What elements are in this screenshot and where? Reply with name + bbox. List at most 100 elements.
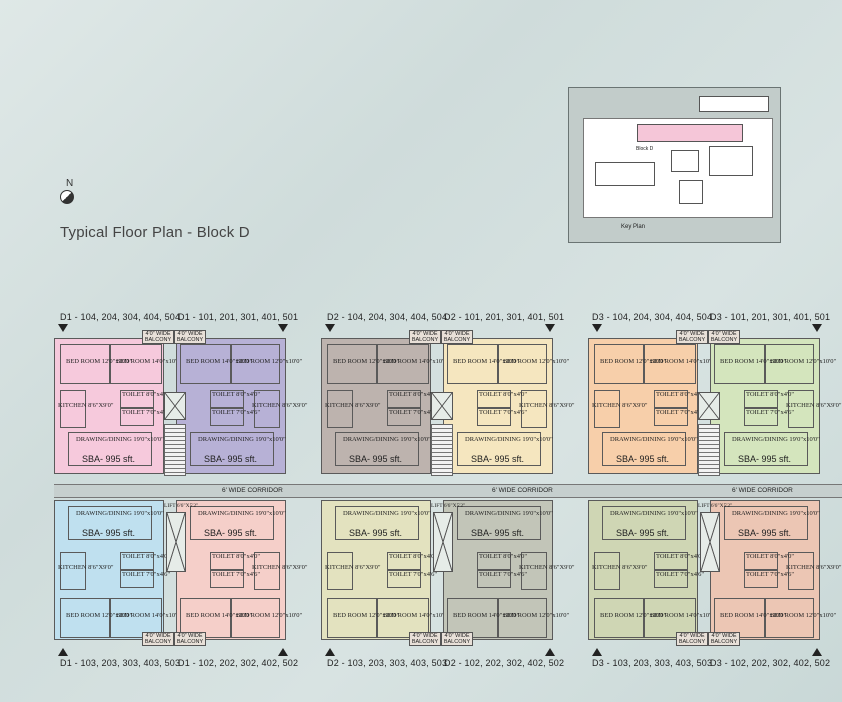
toilet-label: TOILET 8'0"x4'0"	[746, 553, 795, 560]
toilet	[477, 570, 511, 588]
kitchen-label: KITCHEN 8'6"X9'0"	[592, 564, 648, 571]
lift-label: LIFT 6'6"X5'2"	[431, 503, 466, 509]
bedroom	[644, 598, 696, 638]
balcony-label: 4'0" WIDE BALCONY	[174, 330, 206, 344]
toilet	[654, 552, 688, 570]
bedroom-label: BED ROOM 14'0"x10'0"	[720, 612, 787, 619]
toilet	[120, 390, 154, 408]
entry-marker-icon	[278, 648, 288, 656]
kitchen	[521, 552, 547, 590]
page-title: Typical Floor Plan - Block D	[60, 224, 250, 241]
lift-shaft	[431, 392, 453, 420]
bedroom-label: BED ROOM 14'0"x10'0"	[383, 358, 450, 365]
dining-label: DRAWING/DINING 19'0"x10'0"	[610, 436, 698, 443]
drawing-dining	[457, 506, 541, 540]
lift-shaft	[164, 392, 186, 420]
key-plan: Block D Key Plan	[568, 87, 781, 243]
dining-label: DRAWING/DINING 19'0"x10'0"	[732, 510, 820, 517]
staircase	[164, 424, 186, 476]
kitchen-label: KITCHEN 8'6"X9'0"	[519, 564, 575, 571]
toilet	[387, 570, 421, 588]
sba-label: SBA- 995 sft.	[349, 454, 403, 464]
kitchen-label: KITCHEN 8'6"X9'0"	[252, 402, 308, 409]
toilet	[210, 390, 244, 408]
key-plan-building	[671, 150, 699, 172]
bedroom-label: BED ROOM 14'0"x10'0"	[453, 612, 520, 619]
toilet-label: TOILET 7'0"x4'6"	[656, 409, 705, 416]
dining-label: DRAWING/DINING 19'0"x10'0"	[610, 510, 698, 517]
lift-shaft	[698, 392, 720, 420]
toilet-label: TOILET 7'0"x4'6"	[479, 571, 528, 578]
kitchen	[594, 390, 620, 428]
bedroom	[594, 344, 644, 384]
toilet-label: TOILET 7'0"x4'6"	[746, 409, 795, 416]
kitchen	[521, 390, 547, 428]
bedroom-label: BED ROOM 14'0"x10'0"	[650, 358, 717, 365]
sba-label: SBA- 995 sft.	[616, 454, 670, 464]
bedroom	[377, 344, 429, 384]
kitchen-label: KITCHEN 8'6"X9'0"	[786, 564, 842, 571]
bedroom	[60, 598, 110, 638]
dining-label: DRAWING/DINING 19'0"x10'0"	[343, 436, 431, 443]
entry-marker-icon	[812, 324, 822, 332]
lift-shaft	[433, 512, 453, 572]
bedroom	[447, 344, 499, 384]
toilet-label: TOILET 8'0"x4'0"	[479, 553, 528, 560]
toilet-label: TOILET 7'0"x4'6"	[212, 409, 261, 416]
bedroom	[230, 344, 280, 384]
bedroom	[497, 598, 547, 638]
bedroom-label: BED ROOM 12'0"x10'0"	[333, 612, 400, 619]
unit-label-bottom: D1 - 102, 202, 302, 402, 502	[178, 658, 299, 668]
kitchen-label: KITCHEN 8'6"X9'0"	[519, 402, 575, 409]
balcony-label: 4'0" WIDE BALCONY	[142, 632, 174, 646]
dining-label: DRAWING/DINING 19'0"x10'0"	[465, 436, 553, 443]
bedroom	[644, 344, 696, 384]
toilet	[210, 552, 244, 570]
balcony-label: 4'0" WIDE BALCONY	[676, 632, 708, 646]
toilet-label: TOILET 7'0"x4'6"	[656, 571, 705, 578]
toilet	[477, 408, 511, 426]
drawing-dining	[190, 506, 274, 540]
balcony-label: 4'0" WIDE BALCONY	[676, 330, 708, 344]
drawing-dining	[457, 432, 541, 466]
toilet-label: TOILET 8'0"x4'0"	[212, 391, 261, 398]
key-plan-label: Key Plan	[621, 224, 646, 230]
toilet-label: TOILET 7'0"x4'6"	[389, 571, 438, 578]
balcony-label: 4'0" WIDE BALCONY	[174, 632, 206, 646]
dining-label: DRAWING/DINING 19'0"x10'0"	[198, 436, 286, 443]
bedroom-label: BED ROOM 14'0"x10'0"	[650, 612, 717, 619]
kitchen-label: KITCHEN 8'6"X9'0"	[592, 402, 648, 409]
bedroom-label: BED ROOM 12'0"x10'0"	[770, 358, 837, 365]
key-plan-block-d	[637, 124, 743, 142]
drawing-dining	[190, 432, 274, 466]
bedroom-label: BED ROOM 14'0"x10'0"	[116, 612, 183, 619]
kitchen	[254, 552, 280, 590]
balcony-label: 4'0" WIDE BALCONY	[409, 632, 441, 646]
sba-label: SBA- 995 sft.	[738, 528, 792, 538]
dining-label: DRAWING/DINING 19'0"x10'0"	[198, 510, 286, 517]
toilet	[387, 408, 421, 426]
toilet-label: TOILET 8'0"x4'0"	[656, 553, 705, 560]
drawing-dining	[724, 432, 808, 466]
bedroom-label: BED ROOM 12'0"x10'0"	[236, 612, 303, 619]
kitchen	[254, 390, 280, 428]
bedroom-label: BED ROOM 12'0"x10'0"	[600, 612, 667, 619]
bedroom-label: BED ROOM 14'0"x10'0"	[186, 612, 253, 619]
bedroom-label: BED ROOM 12'0"x10'0"	[66, 358, 133, 365]
bedroom-label: BED ROOM 14'0"x10'0"	[383, 612, 450, 619]
bedroom-label: BED ROOM 14'0"x10'0"	[186, 358, 253, 365]
sba-label: SBA- 995 sft.	[738, 454, 792, 464]
entry-marker-icon	[592, 324, 602, 332]
drawing-dining	[68, 506, 152, 540]
toilet	[744, 570, 778, 588]
bedroom	[714, 344, 766, 384]
toilet	[654, 570, 688, 588]
dining-label: DRAWING/DINING 19'0"x10'0"	[76, 436, 164, 443]
bedroom	[764, 344, 814, 384]
balcony-label: 4'0" WIDE BALCONY	[708, 330, 740, 344]
kitchen-label: KITCHEN 8'6"X9'0"	[786, 402, 842, 409]
toilet-label: TOILET 7'0"x4'6"	[389, 409, 438, 416]
unit-label-top: D3 - 101, 201, 301, 401, 501	[710, 312, 831, 322]
kitchen-label: KITCHEN 8'6"X9'0"	[325, 564, 381, 571]
toilet-label: TOILET 7'0"x4'6"	[746, 571, 795, 578]
